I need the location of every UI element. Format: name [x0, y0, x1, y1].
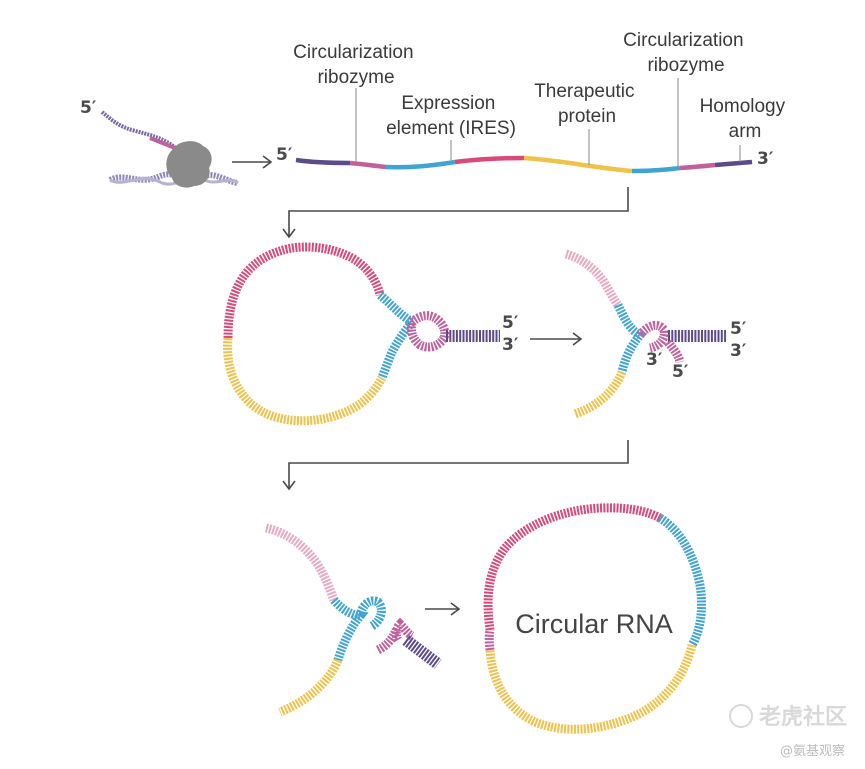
- five-prime-label-intermediate: 5′: [672, 362, 689, 382]
- row-1-linear-rna: 5′ 5′ 3′ Circularization ribozyme: [80, 30, 791, 188]
- three-prime-label-intermediate-stem: 3′: [730, 341, 747, 361]
- circle-pink-arc: [483, 503, 663, 631]
- folded-precursor: [223, 242, 500, 426]
- label-homology-arm: Homology arm: [700, 96, 791, 142]
- circle-blue-arc: [657, 514, 707, 648]
- circle-junction: [484, 629, 495, 651]
- segment-ires-blue: [385, 159, 456, 170]
- arrow-circularization: [425, 602, 461, 616]
- watermark-main: 老虎社区: [758, 704, 847, 730]
- splicing-intermediate: [564, 249, 726, 419]
- watermark-sub: @氨基观察: [780, 744, 845, 759]
- circular-rna: [483, 503, 707, 734]
- ligation-intermediate: [264, 523, 401, 717]
- precursor-blue-stem: [377, 291, 419, 380]
- arrow-transcription: [232, 155, 273, 169]
- segment-protein: [523, 155, 633, 174]
- intermediate-pink-fade: [564, 249, 622, 308]
- five-prime-label-linear: 5′: [276, 145, 293, 165]
- segment-ires-blue-right: [631, 165, 681, 174]
- intermediate-cut-end: [664, 339, 685, 364]
- segment-ires-pink: [454, 155, 525, 165]
- segment-homology-left: [295, 157, 351, 166]
- ligation-loop: [355, 596, 386, 630]
- ligation-blue-stem: [330, 597, 369, 662]
- circle-yellow-arc: [485, 643, 697, 734]
- precursor-pink-arc: [223, 242, 385, 339]
- ligation-pink-fade: [264, 523, 339, 602]
- five-prime-label-start: 5′: [80, 98, 97, 118]
- three-prime-label-intermediate: 3′: [646, 350, 663, 370]
- circular-rna-label: Circular RNA: [515, 609, 673, 639]
- row-3-ligation: Circular RNA: [264, 503, 707, 734]
- precursor-yellow-arc: [223, 337, 386, 426]
- row-2-folding: 5′ 3′ 3′ 5′ 5′ 3′: [223, 242, 747, 426]
- label-expression-element: Expression element (IRES): [386, 93, 516, 139]
- segment-homology-right: [714, 159, 753, 168]
- intermediate-yellow-tail: [573, 370, 627, 419]
- arrow-to-row-3: [282, 440, 629, 491]
- label-ribozyme-left: Circularization ribozyme: [293, 42, 419, 88]
- linear-precursor-rna: [295, 155, 753, 174]
- arrow-splicing: [530, 332, 583, 346]
- three-prime-label-linear: 3′: [757, 149, 774, 169]
- intermediate-ribozyme-loop: [636, 320, 669, 353]
- released-intron: [391, 617, 442, 669]
- nascent-rna-strand: [100, 110, 180, 152]
- three-prime-label-fold: 3′: [502, 335, 519, 355]
- segment-ribozyme-right: [679, 162, 716, 171]
- watermark: 老虎社区 @氨基观察: [729, 704, 847, 759]
- arrow-to-row-2: [282, 187, 629, 239]
- label-therapeutic-protein: Therapeutic protein: [534, 81, 640, 127]
- label-ribozyme-right: Circularization ribozyme: [623, 30, 749, 76]
- ribosome-icon: [166, 141, 212, 188]
- ligation-yellow-tail: [278, 658, 343, 717]
- five-prime-label-fold: 5′: [502, 313, 519, 333]
- precursor-ribozyme-loop: [407, 311, 450, 352]
- five-prime-label-intermediate-stem: 5′: [730, 319, 747, 339]
- segment-ribozyme-left: [349, 160, 387, 170]
- intermediate-blue-stem: [613, 303, 647, 374]
